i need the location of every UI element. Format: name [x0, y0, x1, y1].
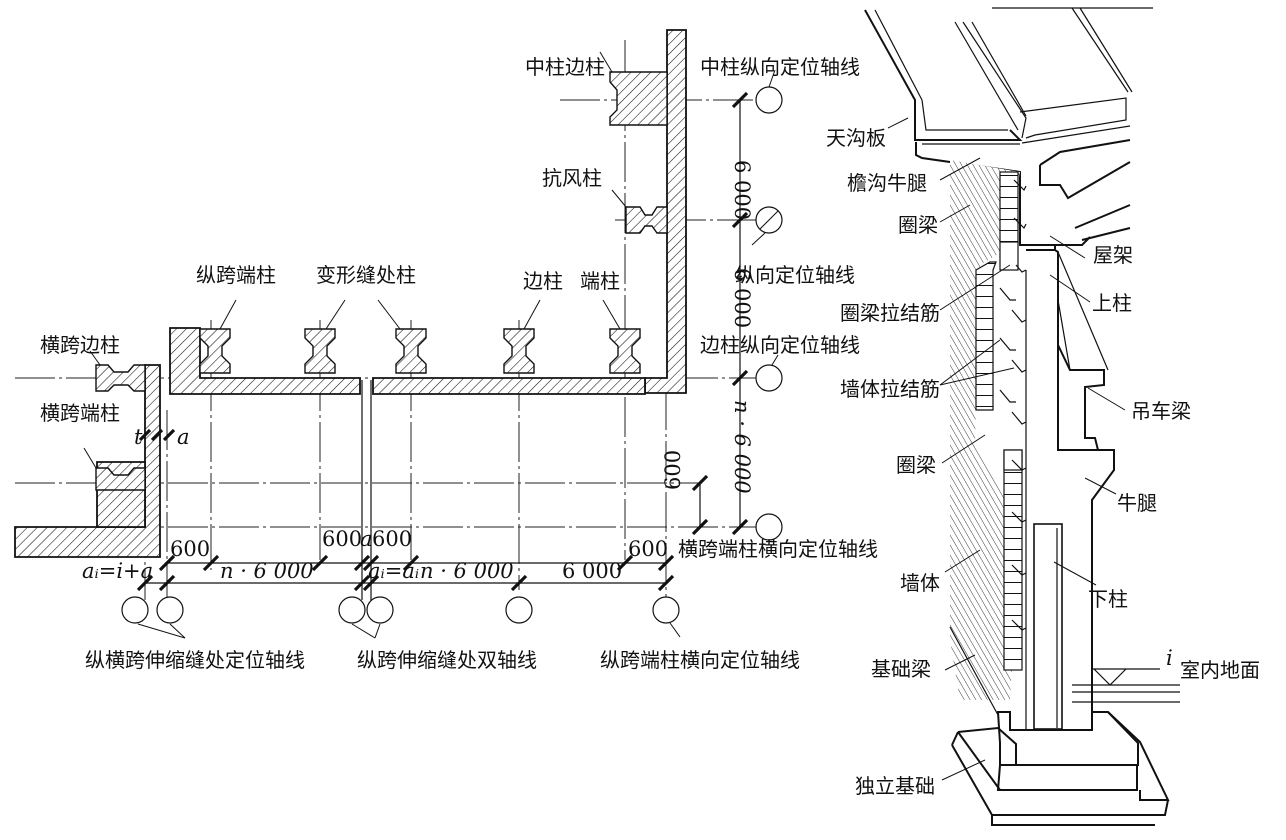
column-deformation-2	[395, 328, 427, 374]
axis-bubble-transverse-end	[755, 513, 783, 541]
gutter-slab	[864, 7, 1133, 144]
label-crane-beam: 吊车梁	[1131, 399, 1191, 423]
label-ring-beam-mid: 圈梁	[896, 453, 936, 477]
label-lower-column: 下柱	[1088, 587, 1128, 611]
label-end-column-transverse-axis: 纵跨端柱横向定位轴线	[600, 648, 800, 672]
column-wind	[625, 206, 668, 234]
label-deformation-joint-column: 变形缝处柱	[316, 263, 416, 287]
label-gutter-slab: 天沟板	[826, 126, 886, 150]
dim-6000-right: 6 000	[562, 559, 622, 583]
label-foundation-beam: 基础梁	[871, 657, 931, 681]
dim-600-right: 600	[628, 537, 668, 561]
dim-a-mid: a	[360, 527, 373, 551]
longitudinal-wall-right	[372, 377, 646, 395]
label-transverse-end-axis: 横跨端柱横向定位轴线	[678, 537, 878, 561]
section-view: 天沟板 檐沟牛腿 圈梁 屋架 上柱 圈梁拉结筋 墙体拉结筋 吊车梁 圈梁 牛腿 …	[826, 7, 1260, 826]
column-longitudinal-end	[199, 328, 231, 374]
axis-bubble-1	[121, 596, 149, 624]
indoor-floor	[1072, 668, 1180, 703]
foundation-beam-edge	[949, 626, 999, 716]
label-ring-beam-tie-bars: 圈梁拉结筋	[840, 301, 940, 325]
dim-600-mid-right: 600	[372, 527, 412, 551]
dim-n6000-left: n · 6 000	[220, 559, 314, 583]
roof-truss	[1039, 139, 1131, 246]
column-side	[503, 328, 535, 374]
section-leader-lines	[887, 117, 1126, 781]
wall-hatching	[950, 160, 1020, 700]
label-transverse-end-column: 横跨端柱	[40, 401, 120, 425]
wall-brick-lower	[1003, 449, 1023, 671]
label-transverse-side-column: 横跨边柱	[40, 333, 120, 357]
axis-bubble-4	[366, 596, 394, 624]
label-wind-column: 抗风柱	[542, 166, 602, 190]
label-longitudinal-end-column: 纵跨端柱	[196, 263, 276, 287]
label-corbel: 牛腿	[1117, 491, 1157, 515]
label-middle-side-column: 中柱边柱	[525, 55, 605, 79]
formula-left: aᵢ=i+a	[82, 559, 153, 583]
column-deformation-1	[304, 328, 336, 374]
label-wall: 墙体	[900, 571, 940, 595]
label-ring-beam-top: 圈梁	[898, 213, 938, 237]
label-expansion-joint-axes: 纵横跨伸缩缝处定位轴线	[85, 648, 305, 672]
dim-n6000-vertical: n · 6 000	[730, 400, 754, 494]
dim-600-left: 600	[170, 537, 210, 561]
column-transverse-end	[95, 467, 146, 491]
column-middle-side	[609, 71, 668, 126]
label-indoor-floor: 室内地面	[1180, 658, 1260, 682]
label-isolated-foundation: 独立基础	[855, 774, 935, 798]
axis-bubble-slash	[759, 210, 779, 230]
ring-beam-brick-top	[999, 171, 1019, 243]
column-transverse-side	[95, 364, 146, 392]
transverse-end-wall	[14, 364, 161, 558]
axis-bubble-side-column	[755, 364, 783, 392]
wall-brick-upper	[975, 261, 997, 411]
label-longitudinal-axis: 纵向定位轴线	[735, 263, 855, 287]
axis-bubble-6	[652, 596, 680, 624]
formula-mid: aᵢ=aᵢ	[368, 559, 419, 583]
label-end-column: 端柱	[580, 269, 620, 293]
dim-n6000-mid: n · 6 000	[420, 559, 514, 583]
label-floor-mark: i	[1166, 646, 1173, 670]
crane-beam	[1057, 344, 1105, 451]
label-side-column-axis: 边柱纵向定位轴线	[700, 333, 860, 357]
column-end	[609, 328, 641, 374]
dim-t: t	[134, 425, 143, 449]
axis-bubble-2	[156, 596, 184, 624]
upper-column	[1026, 249, 1115, 730]
dimension-ticks	[136, 91, 749, 592]
lower-column	[1033, 523, 1063, 730]
label-wall-tie-bars: 墙体拉结筋	[840, 377, 940, 401]
axis-bubble-middle-column	[755, 86, 783, 114]
label-middle-column-axis: 中柱纵向定位轴线	[700, 55, 860, 79]
ring-beam-top	[999, 241, 1019, 271]
dim-6000-mid: 6 000	[730, 268, 754, 328]
dim-600-mid-left: 600	[322, 527, 362, 551]
isolated-foundation	[951, 711, 1170, 826]
label-side-column: 边柱	[523, 269, 563, 293]
dim-600-vertical: 600	[661, 450, 685, 490]
leader-lines	[83, 51, 779, 639]
dim-6000-top: 6 000	[730, 160, 754, 220]
label-roof-truss: 屋架	[1093, 243, 1133, 267]
tie-bars	[999, 179, 1027, 631]
axis-bubble-5	[505, 596, 533, 624]
label-upper-column: 上柱	[1092, 291, 1132, 315]
axis-bubble-3	[338, 596, 366, 624]
dim-a: a	[177, 425, 190, 449]
longitudinal-wall-left	[169, 327, 361, 395]
plan-view: 中柱边柱 中柱纵向定位轴线 抗风柱 纵向定位轴线 纵跨端柱 变形缝处柱 边柱 端…	[14, 29, 878, 672]
label-double-axes: 纵跨伸缩缝处双轴线	[357, 648, 537, 672]
label-eaves-corbel: 檐沟牛腿	[847, 171, 927, 195]
